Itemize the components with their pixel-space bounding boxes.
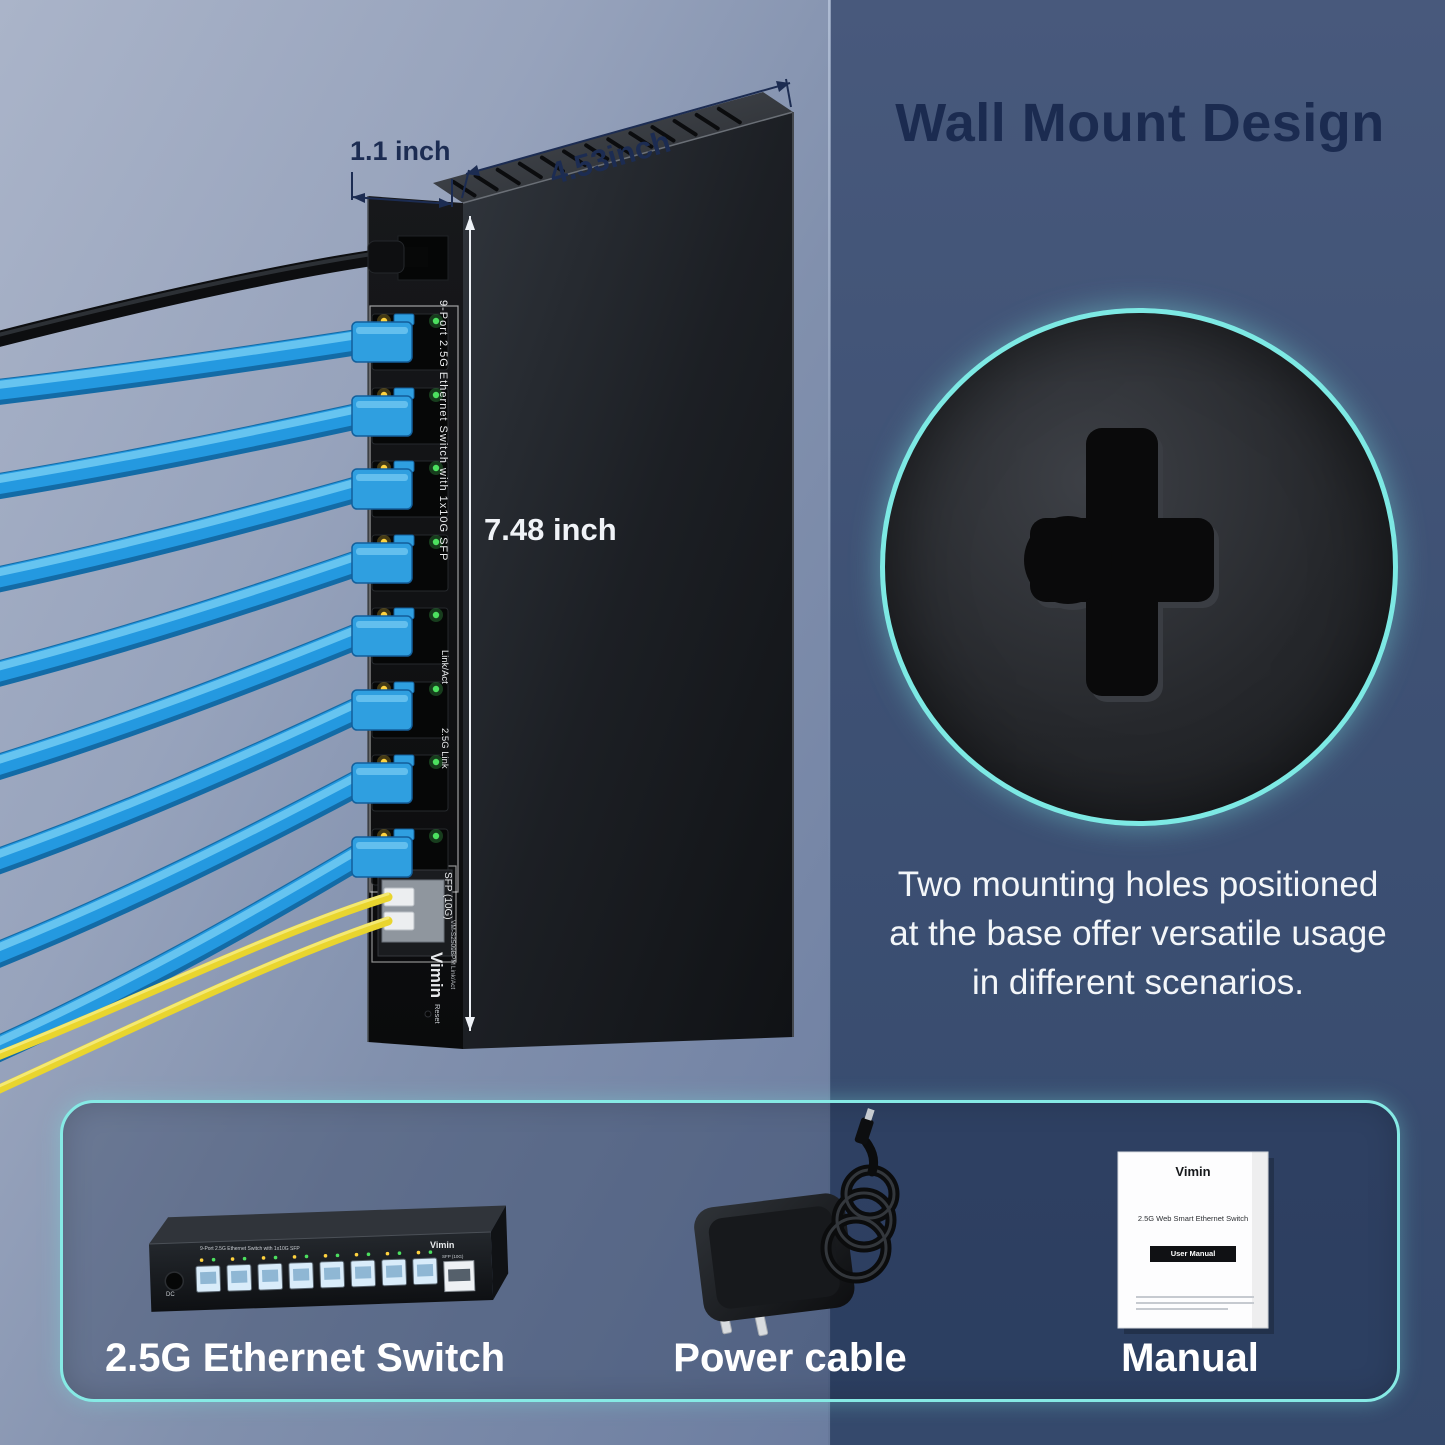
switch-reset-label: Reset xyxy=(433,1004,442,1024)
package-label-manual: Manual xyxy=(1121,1336,1259,1380)
dimension-lines xyxy=(351,78,792,208)
manual-brand: Vimin xyxy=(1175,1164,1211,1179)
mini-switch-sfp-caption: SFP (10G) xyxy=(442,1254,464,1259)
manual-user-manual-badge: User Manual xyxy=(1150,1246,1236,1262)
mini-switch-dc-label: DC xyxy=(166,1292,175,1298)
caption-line-1: Two mounting holes positioned xyxy=(897,865,1379,904)
power-cable-plug xyxy=(0,240,428,347)
switch-linkact-label: Link/Act xyxy=(439,650,450,684)
manual-title: 2.5G Web Smart Ethernet Switch xyxy=(1137,1214,1249,1223)
mini-switch-brand: Vimin xyxy=(430,1240,455,1250)
page-title: Wall Mount Design xyxy=(895,93,1385,153)
switch-sfp-label: SFP (10G) xyxy=(442,872,453,920)
sfp-port xyxy=(377,869,453,957)
switch-sfp-led-label: Link/Act xyxy=(449,966,456,990)
ethernet-cables xyxy=(0,313,415,1063)
dimension-height-label: 7.48 inch xyxy=(484,512,617,547)
height-dimension-line xyxy=(465,216,475,1031)
package-item-switch xyxy=(148,1205,509,1312)
wall-corner-edge xyxy=(828,0,831,1445)
package-label-switch: 2.5G Ethernet Switch xyxy=(104,1336,506,1380)
caption-line-3: in different scenarios. xyxy=(971,963,1305,1002)
ethernet-switch xyxy=(367,92,794,1049)
fiber-cables xyxy=(0,892,393,1094)
switch-port-panel-label: 9-Port 2.5G Ethernet Switch with 1x10G S… xyxy=(437,300,449,562)
package-label-power-cable: Power cable xyxy=(673,1336,907,1380)
caption-line-2: at the base offer versatile usage xyxy=(889,914,1387,953)
dimension-depth-label: 1.1 inch xyxy=(350,136,451,166)
package-item-power-adapter xyxy=(694,1108,900,1337)
switch-model-label: VM-S2509BPM xyxy=(449,920,456,965)
switch-25glink-label: 2.5G Link xyxy=(439,728,450,769)
inset-caption: Two mounting holes positioned at the bas… xyxy=(838,860,1438,1007)
mini-switch-panel-text: 9-Port 2.5G Ethernet Switch with 1x10G S… xyxy=(200,1246,300,1252)
keyhole-cutout xyxy=(1024,428,1219,702)
switch-brand-logo: Vimin xyxy=(427,952,446,998)
package-item-manual xyxy=(1117,1151,1274,1334)
